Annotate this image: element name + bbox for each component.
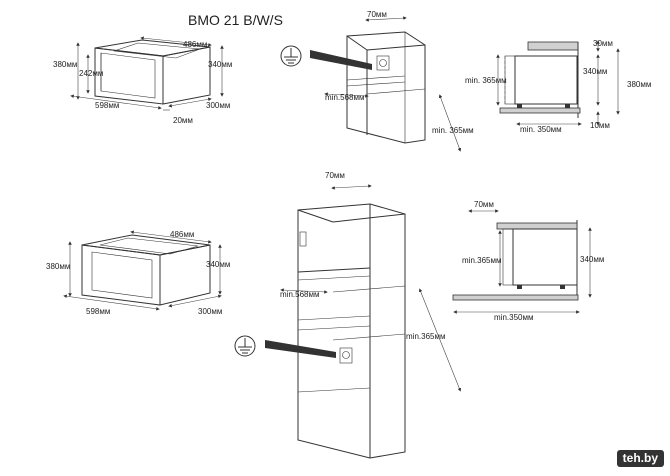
dim-340: 340мм bbox=[580, 255, 604, 264]
side-view-1: min. 365мм 30мм 340мм 380мм min. 350мм 1… bbox=[465, 39, 651, 134]
dim-598: 598мм bbox=[95, 101, 119, 110]
dim-340: 340мм bbox=[583, 67, 607, 76]
cabinet-diagram-1: 70мм min.568мм min. 365мм bbox=[280, 10, 474, 152]
dim-70: 70мм bbox=[367, 10, 387, 19]
ground-symbol bbox=[280, 45, 302, 67]
dim-380: 380мм bbox=[46, 262, 70, 271]
dim-300: 300мм bbox=[198, 307, 222, 316]
ground-symbol bbox=[234, 335, 256, 357]
dim-340: 340мм bbox=[206, 260, 230, 269]
dim-min365: min.365мм bbox=[462, 256, 501, 265]
dim-min350: min. 350мм bbox=[520, 125, 562, 134]
dim-486: 486мм bbox=[170, 230, 194, 239]
dim-70: 70мм bbox=[474, 200, 494, 209]
dim-min365: min. 365мм bbox=[465, 76, 507, 85]
dim-486: 486мм bbox=[183, 40, 207, 49]
dim-340: 340мм bbox=[208, 60, 232, 69]
dim-20: 20мм bbox=[173, 116, 193, 125]
dim-min568: min.568мм bbox=[325, 93, 364, 102]
dim-70: 70мм bbox=[325, 171, 345, 180]
side-view-2: 70мм min.365мм 340мм min.350мм bbox=[452, 200, 604, 322]
dim-380: 380мм bbox=[53, 60, 77, 69]
dim-30: 30мм bbox=[593, 39, 613, 48]
dim-598: 598мм bbox=[86, 307, 110, 316]
oven-diagram-2: 486мм 380мм 340мм 598мм 300мм bbox=[46, 230, 230, 316]
dim-min568: min.568мм bbox=[280, 290, 319, 299]
cabinet-diagram-2: 70мм min.568мм min.365мм bbox=[234, 171, 462, 459]
dim-min365: min.365мм bbox=[406, 332, 445, 341]
dim-300: 300мм bbox=[206, 101, 230, 110]
diagram-title: BMO 21 B/W/S bbox=[188, 12, 283, 28]
dim-10: 10мм bbox=[590, 121, 610, 130]
dim-min365: min. 365мм bbox=[432, 126, 474, 135]
dim-242: 242мм bbox=[79, 69, 103, 78]
arrow-icon bbox=[310, 50, 372, 70]
oven-diagram-1: 486мм 380мм 242мм 340мм 598мм 300мм 20мм bbox=[53, 36, 232, 125]
arrow-icon bbox=[265, 340, 336, 358]
dim-min350: min.350мм bbox=[494, 313, 533, 322]
watermark-logo: teh.by bbox=[616, 450, 664, 467]
dim-380: 380мм bbox=[627, 80, 651, 89]
